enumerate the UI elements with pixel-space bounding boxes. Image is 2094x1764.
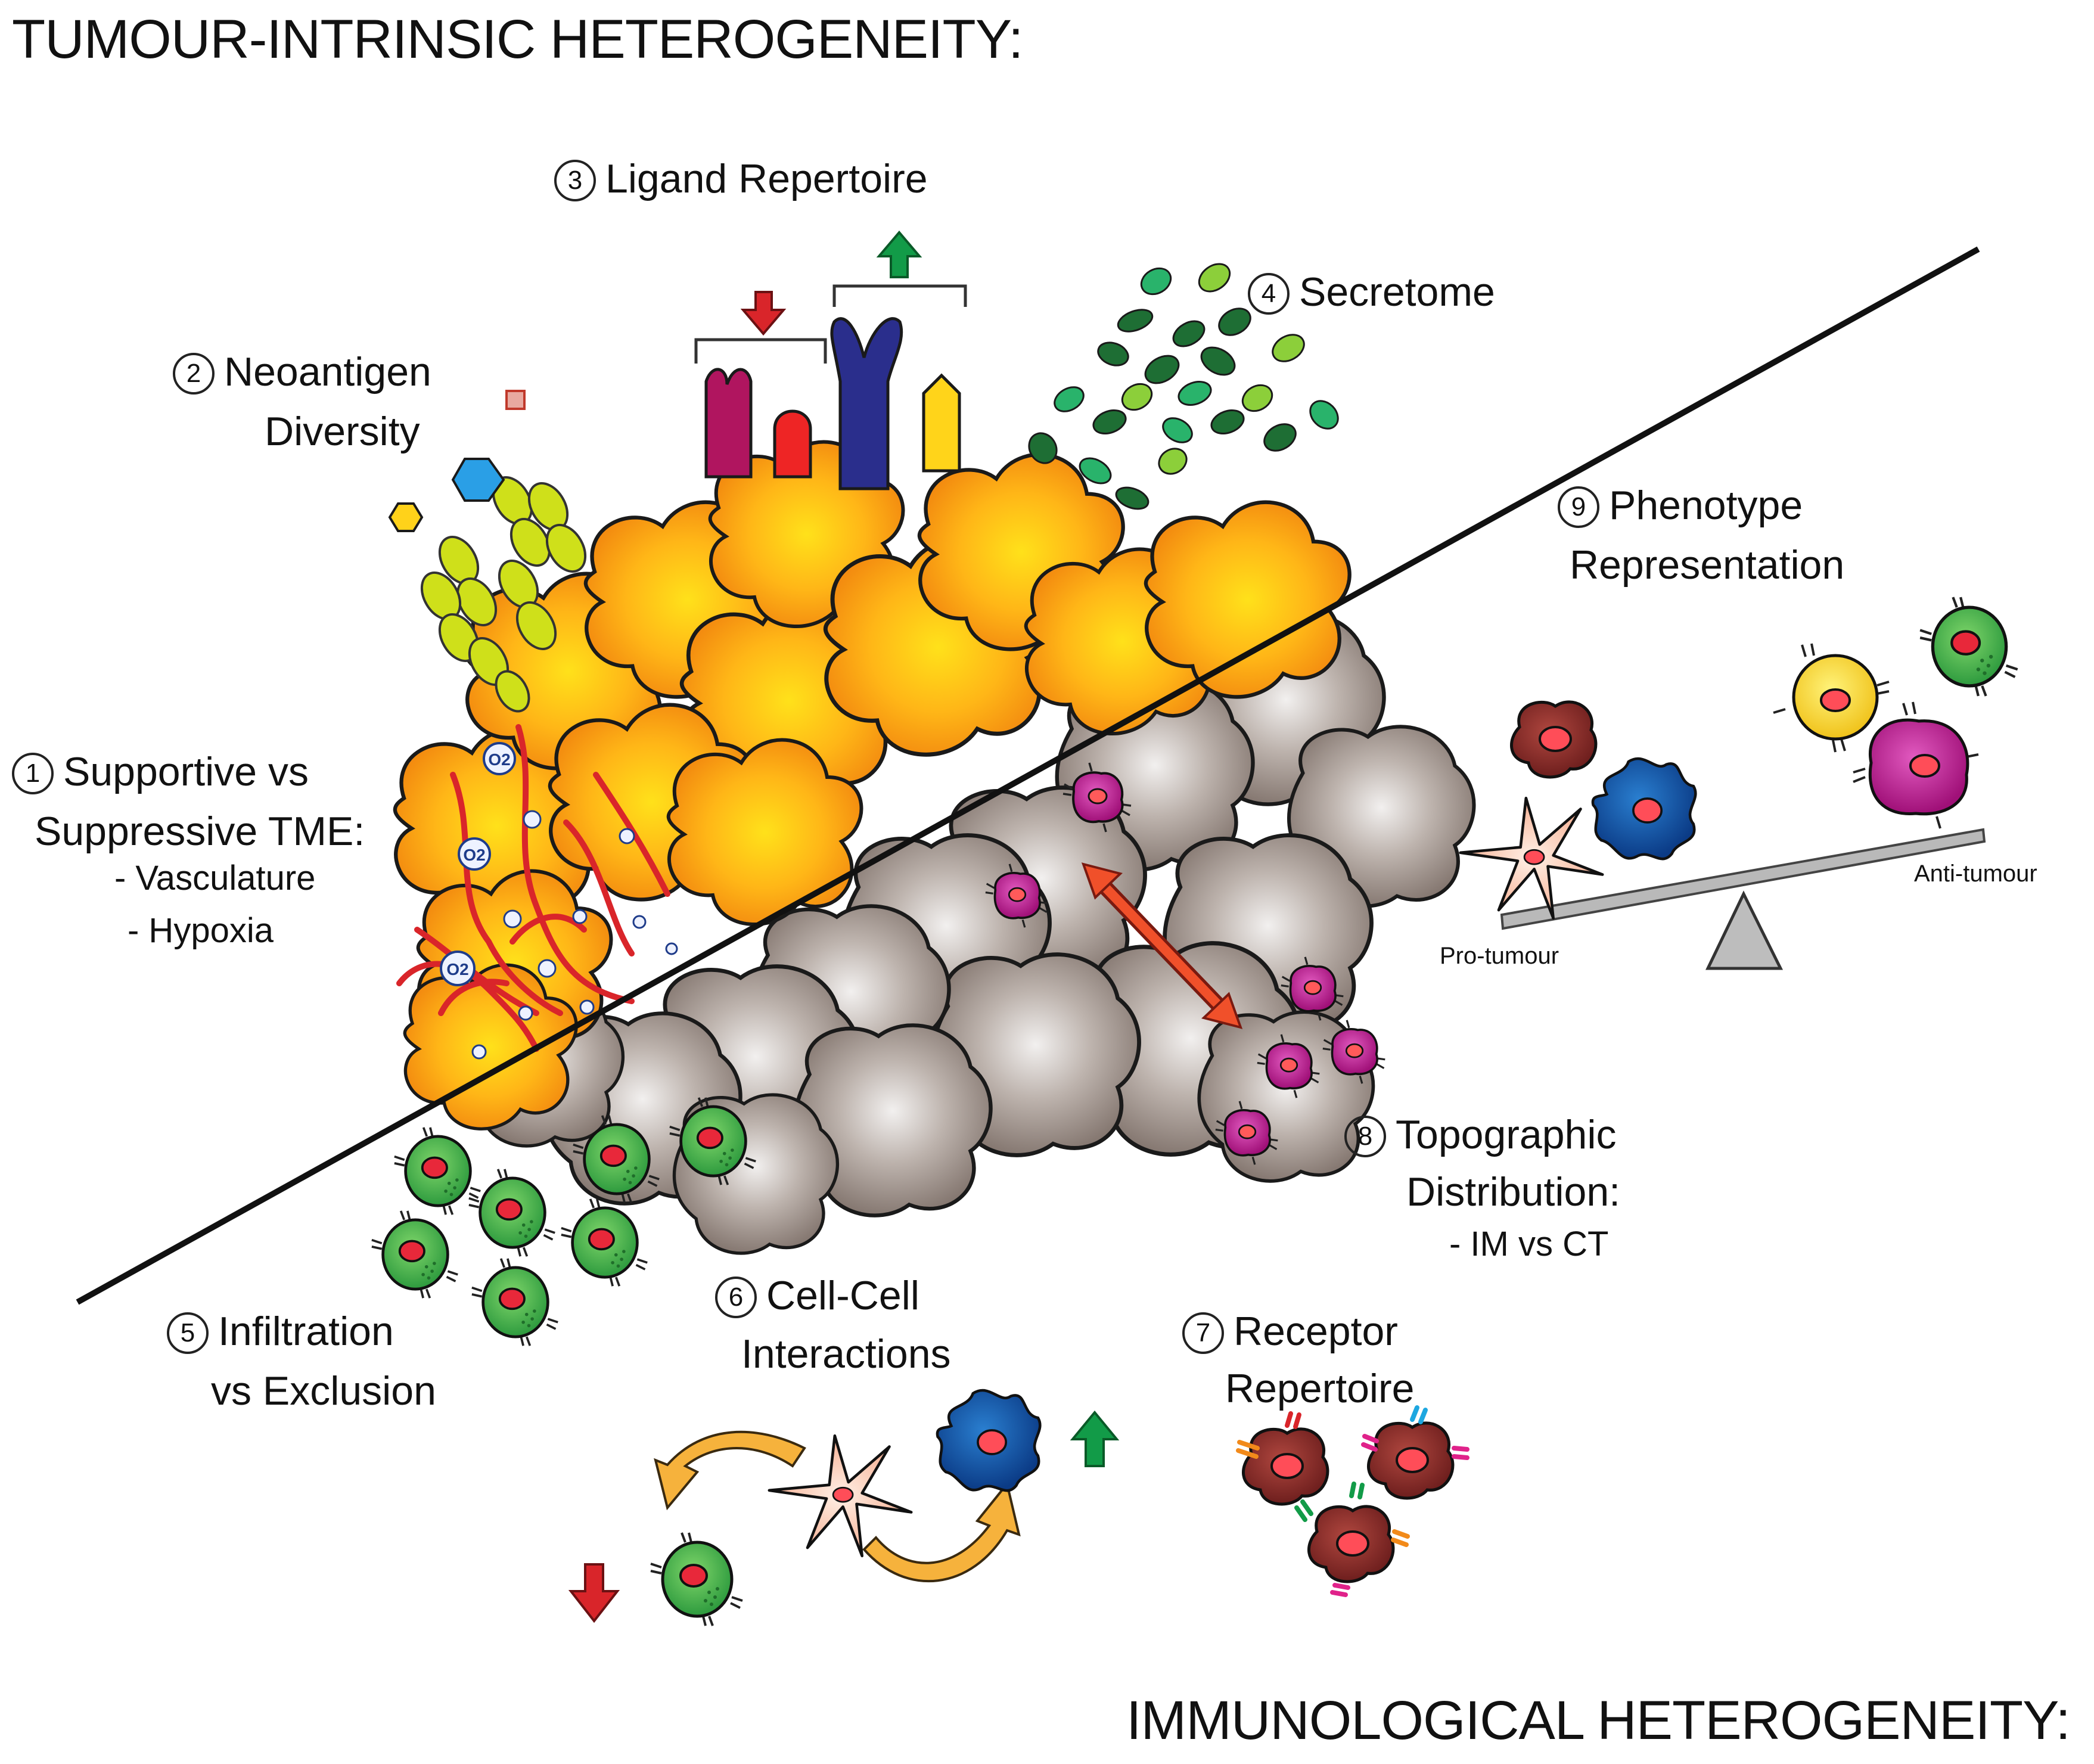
number-badge: 2 <box>173 353 215 395</box>
number-badge: 1 <box>12 753 54 794</box>
number-badge: 8 <box>1344 1116 1386 1157</box>
label-text: Cell-Cell <box>766 1273 919 1318</box>
number-badge: 4 <box>1248 273 1290 315</box>
magenta-phenotype-cell <box>1853 701 1979 829</box>
label-phenotype-line2: Representation <box>1570 542 1845 588</box>
neoantigen-hexagon-yellow <box>388 502 424 532</box>
number-badge: 9 <box>1558 486 1599 528</box>
o2-label: O2 <box>463 846 485 864</box>
label-vasculature: - Vasculature <box>114 859 316 897</box>
number-badge: 3 <box>554 160 596 201</box>
divider-line <box>76 246 1980 1305</box>
curved-arrow-right <box>862 1481 1021 1583</box>
up-arrow-icon <box>1070 1410 1120 1467</box>
down-arrow-icon <box>568 1563 620 1623</box>
number-badge: 6 <box>715 1277 757 1318</box>
down-arrow-icon <box>740 291 787 336</box>
label-text: Phenotype <box>1609 483 1803 528</box>
cell-cell-interaction-group <box>568 1390 1120 1626</box>
label-text: Neoantigen <box>224 349 431 395</box>
balance-beam <box>1500 828 1986 930</box>
label-text: Topographic <box>1396 1112 1617 1157</box>
label-topographic-line2: Distribution: <box>1406 1169 1621 1215</box>
number-badge: 7 <box>1182 1312 1224 1354</box>
phenotype-balance <box>1461 597 2018 970</box>
label-text: Infiltration <box>218 1309 394 1354</box>
label-hypoxia: - Hypoxia <box>128 911 274 950</box>
neoantigen-square <box>505 390 526 410</box>
label-cell-cell-line2: Interactions <box>741 1331 951 1377</box>
curved-arrow-left <box>654 1430 806 1511</box>
up-arrow-icon <box>876 230 922 278</box>
ligand-molecules <box>704 317 961 490</box>
number-badge: 5 <box>167 1312 209 1354</box>
receptor-repertoire-cells <box>1236 1405 1469 1597</box>
tumour-intrinsic-title: TUMOUR-INTRINSIC HETEROGENEITY: <box>12 9 1024 70</box>
o2-label: O2 <box>446 960 468 979</box>
label-supportive-tme-line2: Suppressive TME: <box>35 809 365 854</box>
label-receptor-repertoire-line2: Repertoire <box>1225 1366 1415 1411</box>
label-pro-tumour: Pro-tumour <box>1440 943 1559 969</box>
label-text: Supportive vs <box>63 749 309 794</box>
balance-fulcrum <box>1705 890 1784 970</box>
o2-label: O2 <box>488 750 510 769</box>
neoantigen-mhc-molecules <box>420 476 587 713</box>
topographic-double-arrow <box>1081 862 1243 1029</box>
yellow-cell <box>1773 643 1890 753</box>
label-text: Ligand Repertoire <box>605 156 928 201</box>
immunological-title: IMMUNOLOGICAL HETEROGENEITY: <box>1126 1690 2071 1751</box>
label-infiltration-line2: vs Exclusion <box>211 1368 436 1414</box>
secretome-droplets <box>1028 263 1339 510</box>
oxygen-bubbles: O2 O2 O2 <box>440 742 678 1060</box>
neoantigen-hexagon-blue <box>451 458 505 502</box>
label-text: Secretome <box>1299 269 1495 315</box>
label-text: Receptor <box>1234 1309 1398 1354</box>
label-anti-tumour: Anti-tumour <box>1914 861 2037 887</box>
label-neoantigen-diversity-line2: Diversity <box>265 409 420 454</box>
label-im-vs-ct: - IM vs CT <box>1449 1225 1609 1263</box>
ligand-brackets <box>694 284 967 364</box>
